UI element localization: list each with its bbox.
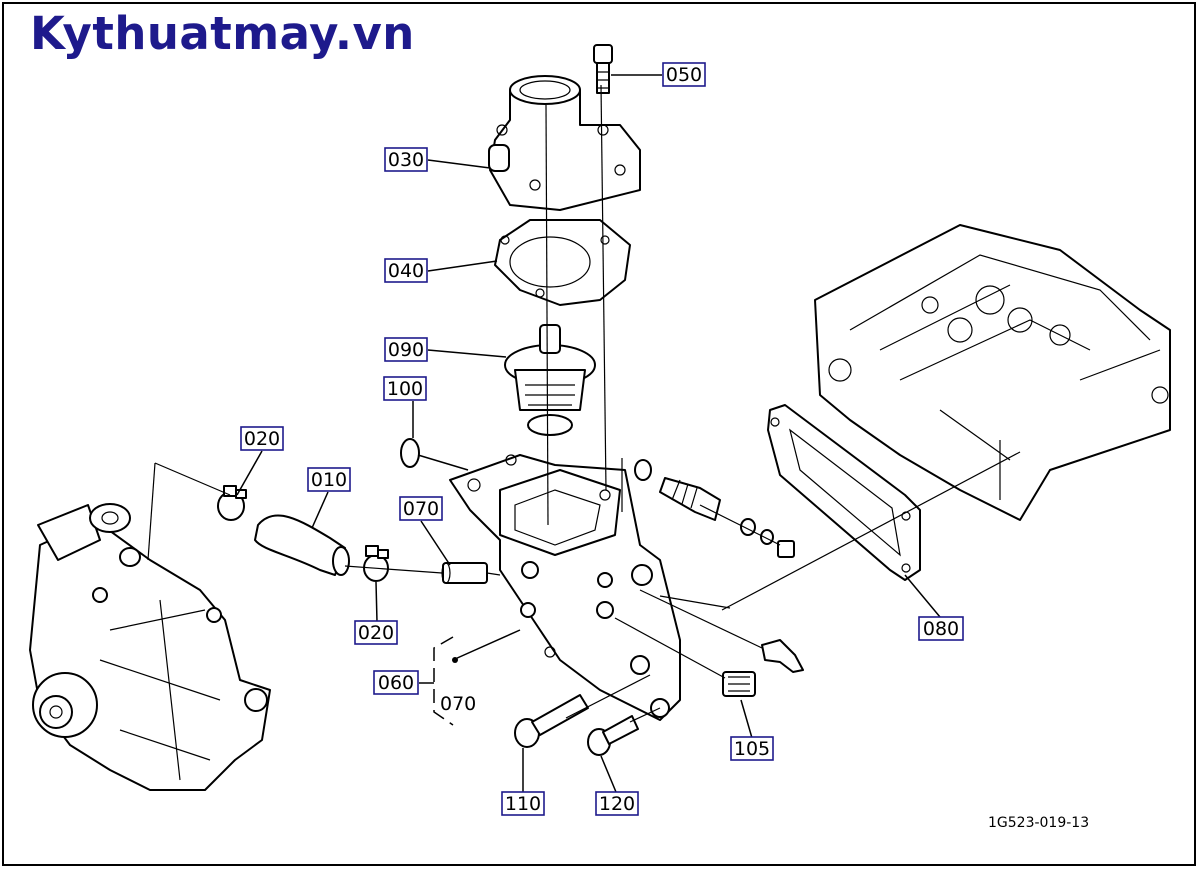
callout-030-text: 030 (388, 149, 424, 171)
callout-040-text: 040 (388, 260, 424, 282)
clamp-020-lower-part (363, 545, 389, 582)
callout-010-text: 010 (311, 469, 347, 491)
callout-110: 110 (501, 791, 545, 816)
callout-020-upper: 020 (240, 426, 284, 451)
callout-110-text: 110 (505, 793, 541, 815)
leader-lines (147, 74, 1021, 793)
callout-010: 010 (307, 467, 351, 492)
callout-120: 120 (595, 791, 639, 816)
assembly-bracket-060 (419, 636, 458, 726)
hose-010-part (254, 514, 350, 576)
callout-060-text: 060 (378, 672, 414, 694)
figure-code: 1G523-019-13 (988, 815, 1090, 831)
bolt-110-part (514, 694, 589, 748)
callout-090: 090 (384, 337, 428, 362)
callout-020-lower-text: 020 (358, 622, 394, 644)
callout-050: 050 (662, 62, 706, 87)
callout-080-text: 080 (923, 618, 959, 640)
callout-070-text: 070 (403, 498, 439, 520)
callout-060: 060 (373, 670, 419, 695)
callout-070: 070 (399, 496, 443, 521)
callout-020-lower: 020 (354, 620, 398, 645)
bolt-120-part (587, 715, 639, 756)
temp-switch-part (634, 459, 795, 558)
temp-sender-part (761, 639, 804, 673)
assembly-note-070: 070 (440, 693, 476, 715)
brand-logo-text: Kythuatmay.vn (30, 7, 415, 60)
callout-090-text: 090 (388, 339, 424, 361)
callout-100: 100 (383, 376, 427, 401)
callout-105-text: 105 (734, 738, 770, 760)
callout-040: 040 (384, 258, 428, 283)
thermostat-housing-part (449, 454, 681, 721)
gasket-040-part (494, 219, 631, 306)
callout-020-upper-text: 020 (244, 428, 280, 450)
plug-105-part (722, 671, 756, 697)
bolt-050-part (593, 44, 613, 94)
callout-120-text: 120 (599, 793, 635, 815)
gasket-080-part (767, 404, 921, 581)
callout-100-text: 100 (387, 378, 423, 400)
callout-050-text: 050 (666, 64, 702, 86)
cylinder-head-part (814, 224, 1171, 521)
callout-105: 105 (730, 736, 774, 761)
clamp-020-upper-part (217, 485, 247, 521)
callout-080: 080 (918, 616, 964, 641)
pipe-070-part (441, 562, 488, 584)
callout-030: 030 (384, 147, 428, 172)
thermostat-090-part (504, 324, 596, 436)
thermostat-cover-030-part (488, 75, 641, 211)
water-pump-part (29, 503, 271, 791)
plug-100-part (400, 438, 420, 468)
